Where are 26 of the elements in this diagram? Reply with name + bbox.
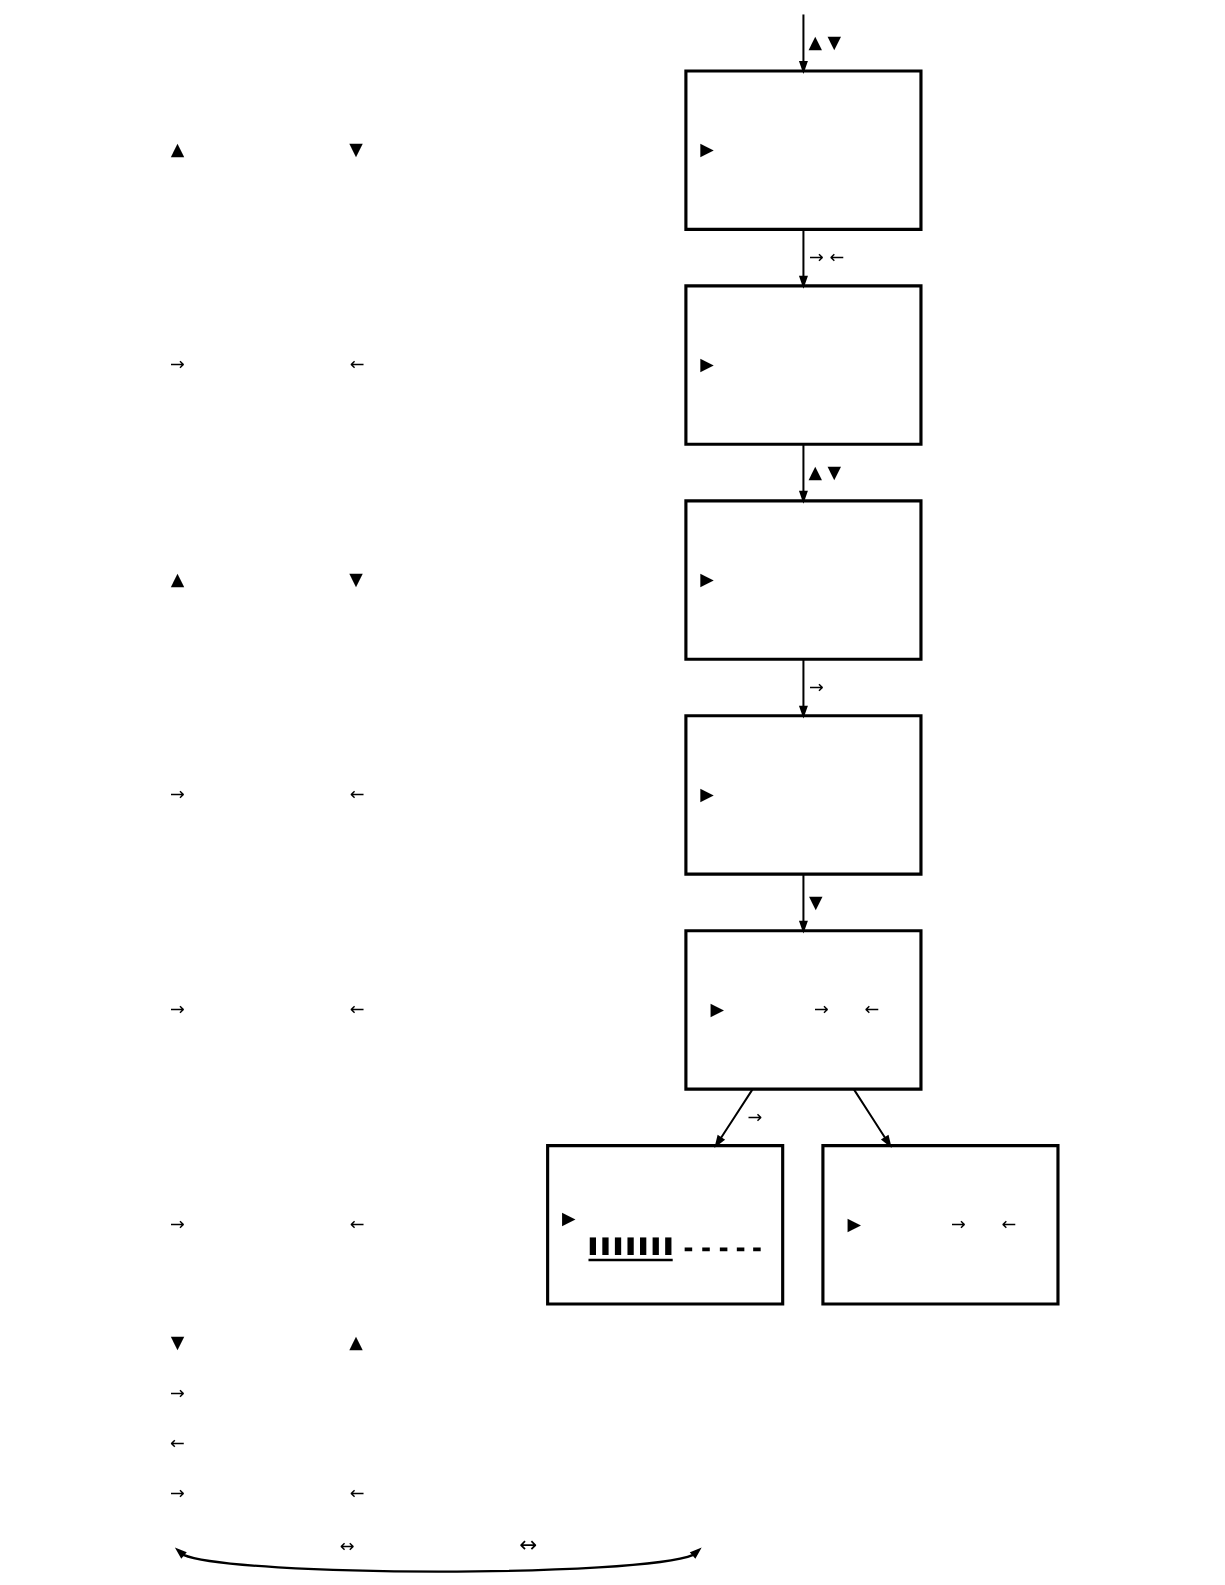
label: → <box>169 1213 185 1234</box>
label: ↔ <box>339 1535 355 1556</box>
label: ▼ <box>170 1332 184 1353</box>
edge-label: → <box>808 676 824 697</box>
edge-label: → <box>747 1106 762 1127</box>
label: ← <box>349 783 365 804</box>
label: → <box>169 1382 185 1403</box>
label: ← <box>169 1432 185 1453</box>
label: ← <box>349 998 365 1019</box>
edge-label: ▲ ▼ <box>807 461 841 482</box>
label: ▲ <box>348 1332 363 1353</box>
edge-label: → ← <box>808 246 844 267</box>
edge-label: ▼ <box>808 891 823 912</box>
label: ← <box>349 1213 365 1234</box>
label: → <box>169 998 185 1019</box>
label: → <box>169 353 185 374</box>
label: ▼ <box>348 138 363 159</box>
label: ← <box>349 353 365 374</box>
label: → <box>169 783 185 804</box>
label: ▼ <box>348 568 363 589</box>
label: ▲ <box>170 568 184 589</box>
label: ← <box>349 1483 365 1504</box>
label: ▲ <box>170 138 184 159</box>
edge-label: ▲ ▼ <box>807 31 841 52</box>
label: → <box>169 1483 185 1504</box>
label: ↔ <box>518 1532 537 1558</box>
